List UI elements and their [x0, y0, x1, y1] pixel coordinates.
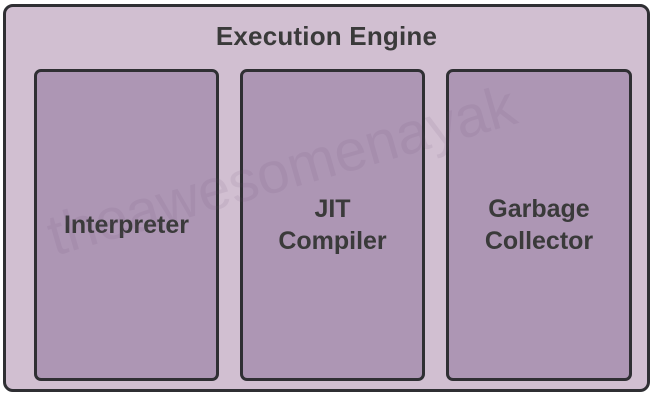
garbage-collector-label-line-1: Garbage: [488, 195, 590, 223]
garbage-collector-box: Garbage Collector: [446, 69, 632, 381]
execution-engine-title: Execution Engine: [215, 21, 438, 51]
execution-engine-box: Execution Engine Interpreter JIT Compile…: [3, 4, 650, 392]
jit-compiler-label-line-1: JIT: [314, 195, 351, 223]
interpreter-box: Interpreter: [34, 69, 219, 381]
interpreter-label: Interpreter: [63, 211, 190, 239]
jit-compiler-box: JIT Compiler: [240, 69, 425, 381]
garbage-collector-label-line-2: Collector: [484, 227, 594, 255]
jit-compiler-label-line-2: Compiler: [278, 227, 387, 255]
